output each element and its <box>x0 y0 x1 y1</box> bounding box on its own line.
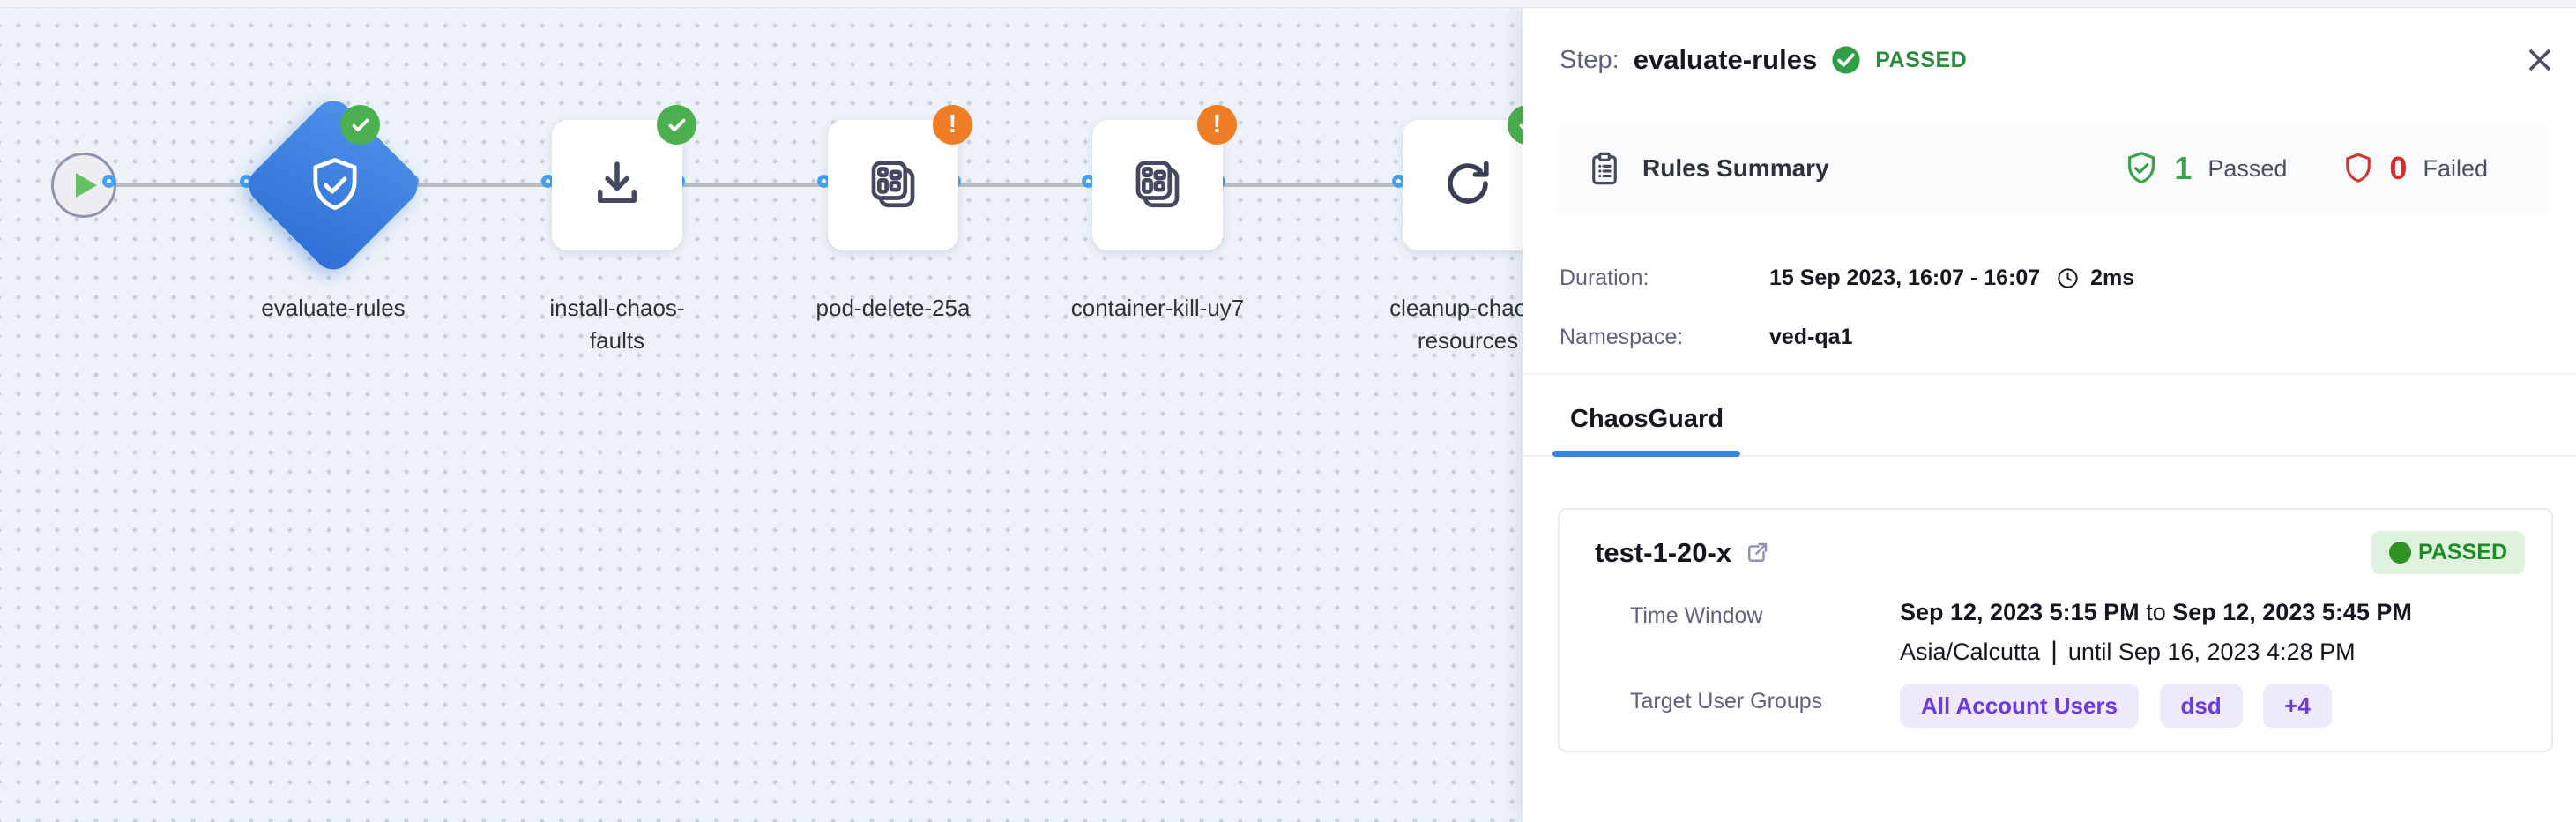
tab-bar: ChaosGuard <box>1523 373 2576 457</box>
node-label-pod-delete-25a: pod-delete-25a <box>815 295 971 321</box>
status-warning-badge: ! <box>933 105 972 145</box>
step-status-badge: PASSED <box>1875 47 1968 72</box>
status-dot <box>2389 542 2412 564</box>
guard-status-text: PASSED <box>2418 540 2507 564</box>
time-window-end: Sep 12, 2023 5:45 PM <box>2172 599 2412 625</box>
node-label-install-chaos-faults: install-chaos-faults <box>549 295 685 354</box>
download-icon <box>588 154 646 217</box>
pipeline-connector-line <box>84 183 1534 187</box>
time-window-range: Sep 12, 2023 5:15 PM to Sep 12, 2023 5:4… <box>1900 599 2412 626</box>
status-passed-badge <box>340 105 380 145</box>
passed-count: 1 <box>2174 150 2193 186</box>
until-text: until Sep 16, 2023 4:28 PM <box>2067 639 2356 665</box>
separator: | <box>2051 637 2058 666</box>
close-icon[interactable] <box>2523 43 2557 77</box>
duration-value: 15 Sep 2023, 16:07 - 16:07 <box>1769 265 2041 290</box>
node-pod-delete-25a[interactable] <box>828 120 958 250</box>
node-cleanup-chaos-resources[interactable] <box>1403 120 1533 250</box>
time-window-row: Time Window Sep 12, 2023 5:15 PM to Sep … <box>1630 599 2525 667</box>
port <box>102 175 115 188</box>
failed-stat: 0 Failed <box>2340 150 2488 187</box>
shield-check-icon <box>302 152 369 219</box>
retry-icon <box>1440 155 1496 216</box>
chaosguard-card-header: test-1-20-x PASSED <box>1595 531 2525 574</box>
failed-count: 0 <box>2389 150 2408 186</box>
play-icon <box>73 170 100 200</box>
window-top-edge <box>0 0 2576 8</box>
timezone-line: Asia/Calcutta | until Sep 16, 2023 4:28 PM <box>1900 637 2412 667</box>
shield-check-icon <box>2121 148 2162 189</box>
step-name: evaluate-rules <box>1633 44 1818 75</box>
namespace-label: Namespace: <box>1560 325 1684 349</box>
rules-summary-title: Rules Summary <box>1642 154 1829 182</box>
target-user-groups-row: Target User Groups All Account Users dsd… <box>1630 684 2525 728</box>
node-label-container-kill-uy7: container-kill-uy7 <box>1070 295 1245 321</box>
warning-mark: ! <box>948 110 957 138</box>
status-passed-badge <box>657 105 696 145</box>
rules-summary-bar: Rules Summary 1 Passed 0 <box>1556 123 2550 214</box>
clipboard-icon <box>1586 150 1623 187</box>
check-circle-icon <box>1831 45 1861 75</box>
status-warning-badge: ! <box>1197 105 1237 145</box>
duration-row: Duration: 15 Sep 2023, 16:07 - 16:07 2ms <box>1560 265 2576 291</box>
step-details-panel: Step: evaluate-rules PASSED Rules Summar… <box>1523 8 2576 822</box>
node-label-cleanup-chaos-resources: cleanup-chaos-resources <box>1389 295 1546 354</box>
node-install-chaos-faults[interactable] <box>552 120 682 250</box>
shield-icon <box>2340 150 2377 187</box>
time-window-join: to <box>2146 599 2166 625</box>
guard-name: test-1-20-x <box>1595 536 1732 568</box>
failed-label: Failed <box>2423 154 2488 182</box>
rules-stats: 1 Passed 0 Failed <box>2121 148 2520 189</box>
step-detail-rows: Duration: 15 Sep 2023, 16:07 - 16:07 2ms… <box>1560 265 2576 350</box>
chaosguard-card: test-1-20-x PASSED Time Window Sep 12, 2… <box>1558 508 2553 752</box>
external-link-icon[interactable] <box>1744 540 1770 566</box>
step-label: Step: <box>1560 45 1619 74</box>
namespace-row: Namespace: ved-qa1 <box>1560 325 2576 350</box>
passed-label: Passed <box>2207 154 2288 182</box>
node-container-kill-uy7[interactable] <box>1092 120 1223 250</box>
duration-time: 2ms <box>2090 265 2135 290</box>
target-user-groups-label: Target User Groups <box>1630 689 1823 714</box>
time-window-start: Sep 12, 2023 5:15 PM <box>1900 599 2140 625</box>
chaos-fault-icon <box>864 154 922 217</box>
panel-header: Step: evaluate-rules PASSED <box>1523 8 2576 77</box>
tab-chaosguard[interactable]: ChaosGuard <box>1552 375 1741 457</box>
user-group-chip[interactable]: All Account Users <box>1900 684 2139 728</box>
time-window-label: Time Window <box>1630 603 1763 628</box>
duration-label: Duration: <box>1560 265 1649 290</box>
timezone: Asia/Calcutta <box>1900 639 2041 665</box>
user-group-chip[interactable]: +4 <box>2263 684 2332 728</box>
clock-icon <box>2056 266 2080 290</box>
guard-status-badge: PASSED <box>2371 531 2525 574</box>
user-group-chip[interactable]: dsd <box>2159 684 2243 728</box>
namespace-value: ved-qa1 <box>1769 325 1853 349</box>
node-label-evaluate-rules: evaluate-rules <box>261 295 406 321</box>
warning-mark: ! <box>1212 110 1222 138</box>
chaos-fault-icon <box>1128 154 1187 217</box>
passed-stat: 1 Passed <box>2121 148 2287 189</box>
